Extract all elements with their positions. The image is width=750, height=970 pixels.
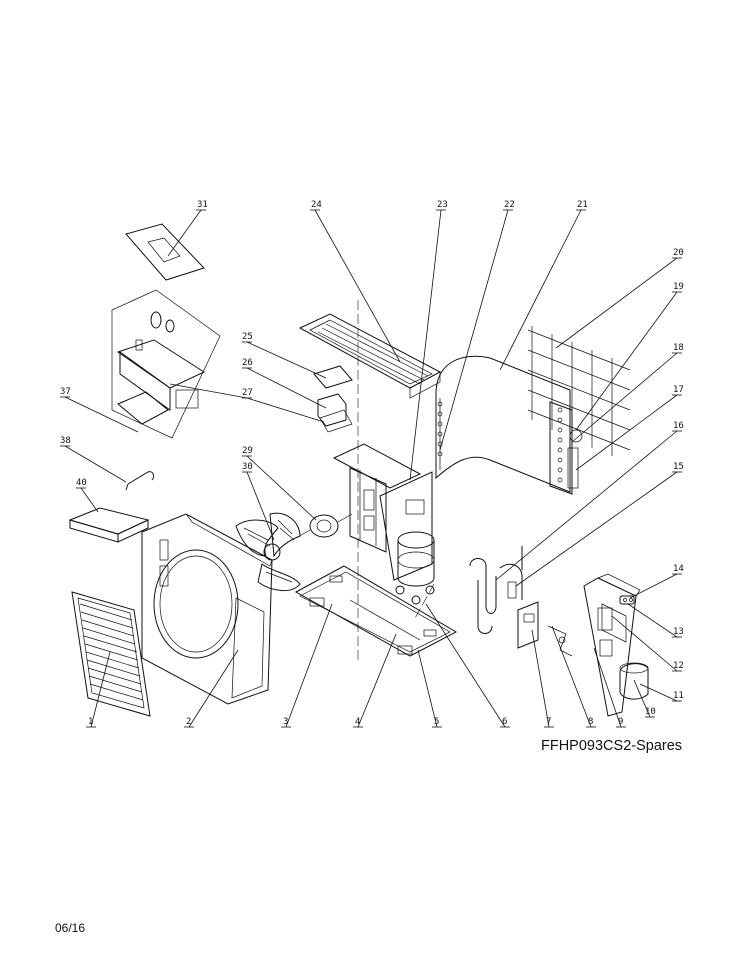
- label-12: 12: [673, 661, 684, 671]
- label-4: 4: [355, 717, 360, 727]
- label-3: 3: [283, 717, 288, 727]
- label-17: 17: [673, 385, 684, 395]
- label-10: 10: [645, 707, 656, 717]
- label-24: 24: [311, 200, 322, 210]
- label-1: 1: [88, 717, 93, 727]
- label-9: 9: [618, 717, 623, 727]
- part-top-cover: [298, 313, 442, 399]
- part-base-pan: [294, 565, 458, 657]
- label-5: 5: [434, 717, 439, 727]
- part-insulation-pad: [68, 507, 150, 543]
- part-pipe-assembly: [469, 429, 583, 634]
- part-side-panel: [583, 573, 641, 717]
- label-37: 37: [60, 387, 71, 397]
- part-terminal-cover: [619, 595, 635, 605]
- label-2: 2: [186, 717, 191, 727]
- part-cover-plate: [313, 365, 353, 389]
- alignment-lines: [357, 300, 435, 660]
- label-31: 31: [197, 200, 208, 210]
- label-26: 26: [242, 358, 253, 368]
- leader-lines: [60, 209, 682, 728]
- diagram-title: FFHP093CS2-Spares: [541, 738, 683, 754]
- label-19: 19: [673, 282, 684, 292]
- label-23: 23: [437, 200, 448, 210]
- label-40: 40: [76, 478, 87, 488]
- part-valve-cover: [619, 662, 649, 700]
- part-motor-bracket: [332, 443, 422, 553]
- revision-date: 06/16: [55, 921, 86, 935]
- part-sensor-lead: [125, 471, 155, 491]
- label-27: 27: [242, 388, 253, 398]
- part-number-labels: 1 2 3 4 5 6 7 8 9 10 11 12 13 14 15 16 1…: [60, 200, 684, 727]
- part-compressor: [395, 531, 435, 605]
- label-13: 13: [673, 627, 684, 637]
- label-18: 18: [673, 343, 684, 353]
- label-38: 38: [60, 436, 71, 446]
- part-electric-box: [111, 223, 221, 439]
- part-front-grille: [71, 591, 151, 717]
- label-20: 20: [673, 248, 684, 258]
- label-8: 8: [588, 717, 593, 727]
- label-11: 11: [673, 691, 684, 701]
- part-fan-motor: [295, 513, 353, 539]
- part-condenser-coil: [435, 355, 573, 495]
- label-30: 30: [242, 462, 253, 472]
- label-14: 14: [673, 564, 684, 574]
- part-valve-bracket: [517, 601, 573, 657]
- label-21: 21: [577, 200, 588, 210]
- label-22: 22: [504, 200, 515, 210]
- label-25: 25: [242, 332, 253, 342]
- part-rear-guard: [527, 326, 631, 456]
- label-7: 7: [546, 717, 551, 727]
- label-6: 6: [502, 717, 507, 727]
- part-front-panel: [141, 513, 273, 705]
- label-15: 15: [673, 462, 684, 472]
- label-16: 16: [673, 421, 684, 431]
- part-partition-plate: [379, 471, 433, 581]
- label-29: 29: [242, 446, 253, 456]
- part-reactor: [317, 393, 353, 433]
